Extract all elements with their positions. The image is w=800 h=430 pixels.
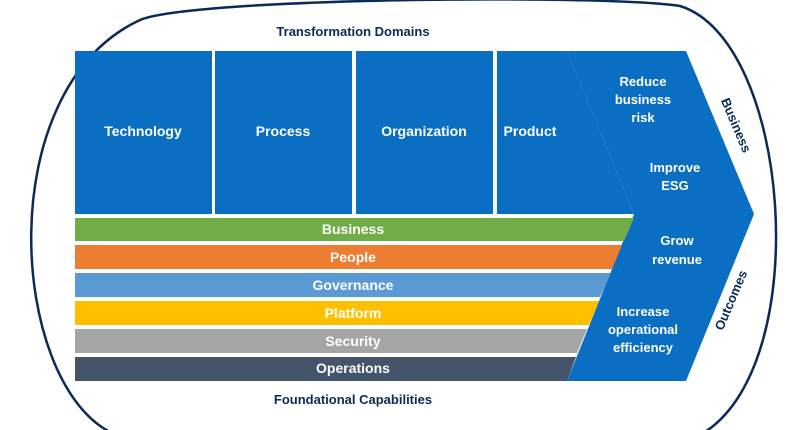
outcome-line: operational — [608, 322, 678, 337]
outcome-increase-operational-efficiency: Increase operational efficiency — [608, 304, 678, 355]
capability-label-business: Business — [322, 221, 384, 237]
outcome-line: risk — [631, 110, 655, 125]
capability-bar-platform — [75, 301, 599, 325]
outcome-line: Grow — [660, 233, 694, 248]
domain-label-organization: Organization — [381, 123, 467, 139]
outcome-line: revenue — [652, 252, 702, 267]
outcome-line: Reduce — [620, 74, 667, 89]
capability-label-people: People — [330, 249, 376, 265]
capability-bar-operations — [75, 357, 576, 381]
product-box-extension — [567, 51, 634, 214]
domain-box-product — [497, 51, 567, 214]
outcome-line: efficiency — [613, 340, 674, 355]
header-title: Transformation Domains — [276, 24, 429, 39]
capability-label-operations: Operations — [316, 360, 390, 376]
outcome-grow-revenue: Grow revenue — [652, 233, 702, 267]
outcomes-chevron — [567, 51, 754, 381]
capability-bar-business — [75, 218, 634, 241]
outer-border — [30, 0, 778, 430]
outcome-improve-esg: Improve ESG — [650, 160, 701, 193]
domain-box-technology — [75, 51, 212, 214]
footer-title: Foundational Capabilities — [274, 392, 432, 407]
capability-bar-security — [75, 329, 587, 353]
outcome-line: Improve — [650, 160, 701, 175]
outcome-reduce-business-risk: Reduce business risk — [615, 74, 671, 125]
domain-label-process: Process — [256, 123, 311, 139]
capability-bar-people — [75, 245, 622, 269]
outcome-line: business — [615, 92, 671, 107]
capability-label-platform: Platform — [325, 305, 382, 321]
capability-label-governance: Governance — [313, 277, 394, 293]
capability-label-security: Security — [325, 333, 380, 349]
domain-box-organization — [356, 51, 493, 214]
capability-bar-governance — [75, 273, 611, 297]
outcome-line: ESG — [661, 178, 688, 193]
domain-label-technology: Technology — [104, 123, 182, 139]
domain-box-process — [215, 51, 352, 214]
domain-label-product: Product — [504, 123, 557, 139]
outcome-line: Increase — [617, 304, 670, 319]
